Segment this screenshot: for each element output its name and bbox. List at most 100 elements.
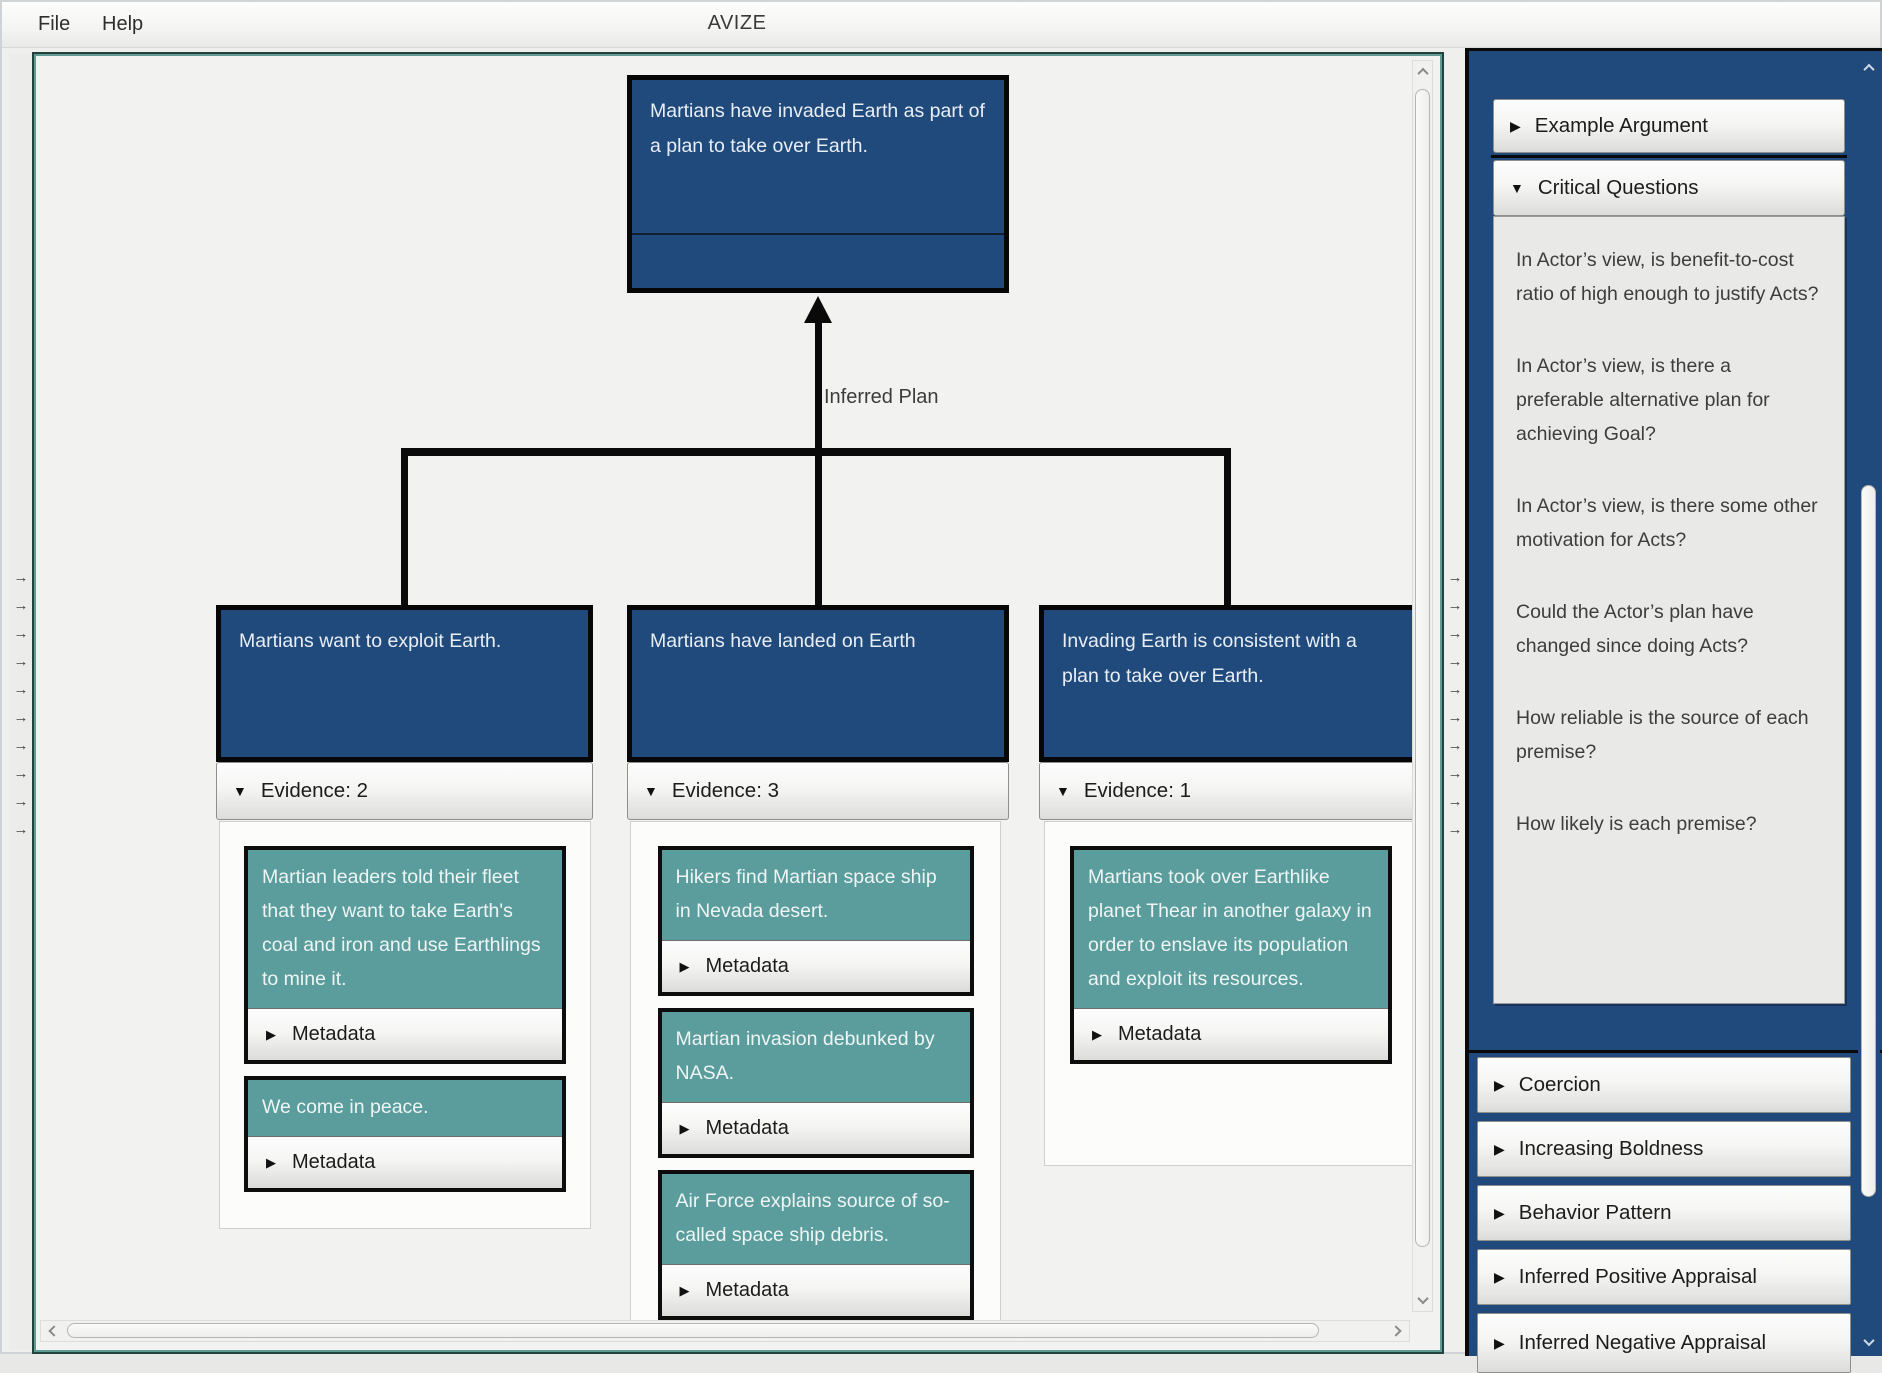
metadata-expander[interactable]: ▶ Metadata [661,1102,970,1154]
expand-right-icon[interactable]: → [1447,709,1463,726]
section-label: Increasing Boldness [1518,1137,1704,1160]
evidence-text: Air Force explains source of so-called s… [675,1190,950,1246]
evidence-card[interactable]: Martians took over Earthlike planet Thea… [1070,846,1392,1064]
evidence-count-label: Evidence: 1 [1083,779,1191,802]
expand-right-icon[interactable]: → [13,821,29,838]
conclusion-node[interactable]: Martians have invaded Earth as part of a… [627,75,1009,293]
triangle-down-icon: ▼ [233,783,247,799]
section-behavior-pattern[interactable]: ▶ Behavior Pattern [1477,1185,1851,1241]
expand-right-icon[interactable]: → [1447,569,1463,586]
section-coercion[interactable]: ▶ Coercion [1477,1057,1851,1113]
menu-help[interactable]: Help [102,13,144,35]
triangle-right-icon: ▶ [266,1154,276,1170]
premise-node-3[interactable]: Invading Earth is consistent with a plan… [1039,605,1421,762]
scroll-right-button[interactable] [1385,1321,1407,1341]
critical-question: In Actor’s view, is there some other mot… [1516,495,1818,551]
left-splitter[interactable]: → → → → → → → → → → [10,54,32,1350]
metadata-label: Metadata [705,1117,789,1139]
sidebar-vertical-scrollbar[interactable] [1858,57,1880,1353]
section-label: Inferred Positive Appraisal [1518,1265,1757,1288]
expand-right-icon[interactable]: → [13,625,29,642]
conclusion-node-footer [632,233,1004,288]
expand-right-icon[interactable]: → [13,653,29,670]
evidence-text: We come in peace. [262,1096,429,1118]
scroll-left-button[interactable] [43,1321,65,1341]
section-inferred-positive-appraisal[interactable]: ▶ Inferred Positive Appraisal [1477,1249,1851,1305]
canvas-vertical-scrollbar[interactable] [1412,60,1433,1312]
conclusion-text: Martians have invaded Earth as part of a… [650,100,985,157]
metadata-expander[interactable]: ▶ Metadata [248,1136,562,1188]
section-critical-questions[interactable]: ▼ Critical Questions [1493,160,1845,216]
sidebar-divider [1491,155,1847,158]
metadata-expander[interactable]: ▶ Metadata [661,1264,970,1316]
evidence-card[interactable]: Martian invasion debunked by NASA. ▶ Met… [657,1008,974,1158]
inference-arrowhead-icon [804,296,832,323]
expand-right-icon[interactable]: → [1447,681,1463,698]
expand-right-icon[interactable]: → [13,793,29,810]
vertical-scroll-thumb[interactable] [1861,485,1876,1197]
argument-canvas[interactable]: Inferred Plan Martians have invaded Eart… [38,58,1434,1348]
expand-right-icon[interactable]: → [13,681,29,698]
expand-right-icon[interactable]: → [13,597,29,614]
section-inferred-negative-appraisal[interactable]: ▶ Inferred Negative Appraisal [1477,1313,1851,1373]
expand-right-icon[interactable]: → [1447,793,1463,810]
premise-node-2[interactable]: Martians have landed on Earth [627,605,1009,762]
expand-right-icon[interactable]: → [1447,653,1463,670]
chevron-left-icon [48,1325,60,1337]
evidence-expander-premise-1[interactable]: ▼ Evidence: 2 [216,762,593,820]
metadata-expander[interactable]: ▶ Metadata [661,940,970,992]
metadata-label: Metadata [292,1151,376,1173]
expand-right-icon[interactable]: → [13,737,29,754]
evidence-count-label: Evidence: 2 [260,779,368,802]
expand-right-icon[interactable]: → [13,765,29,782]
expand-right-icon[interactable]: → [1447,821,1463,838]
triangle-right-icon: ▶ [679,1282,690,1298]
canvas-horizontal-scrollbar[interactable] [40,1320,1410,1342]
metadata-label: Metadata [292,1023,376,1045]
argument-canvas-frame: Inferred Plan Martians have invaded Eart… [32,52,1444,1354]
evidence-expander-premise-3[interactable]: ▼ Evidence: 1 [1039,762,1421,820]
evidence-expander-premise-2[interactable]: ▼ Evidence: 3 [627,762,1009,820]
right-splitter-arrows: → → → → → → → → → → [1445,569,1465,838]
scroll-down-button[interactable] [1858,1331,1880,1353]
scroll-up-button[interactable] [1413,61,1432,83]
critical-question: In Actor’s view, is there a preferable a… [1516,355,1770,445]
left-splitter-arrows: → → → → → → → → → → [10,569,32,838]
evidence-panel-premise-1: Martian leaders told their fleet that th… [219,821,591,1229]
menu-file[interactable]: File [38,13,71,35]
premise-1-text: Martians want to exploit Earth. [239,630,502,652]
triangle-right-icon: ▶ [1494,1334,1505,1351]
evidence-card[interactable]: We come in peace. ▶ Metadata [244,1076,566,1192]
right-splitter[interactable]: → → → → → → → → → → [1445,54,1465,1350]
inference-link-line [815,320,822,607]
metadata-expander[interactable]: ▶ Metadata [1074,1008,1388,1060]
expand-right-icon[interactable]: → [13,569,29,586]
scroll-down-button[interactable] [1413,1289,1432,1311]
expand-right-icon[interactable]: → [1447,597,1463,614]
expand-right-icon[interactable]: → [1447,625,1463,642]
chevron-up-icon [1863,63,1875,76]
evidence-card[interactable]: Hikers find Martian space ship in Nevada… [657,846,974,996]
expand-right-icon[interactable]: → [13,709,29,726]
section-increasing-boldness[interactable]: ▶ Increasing Boldness [1477,1121,1851,1177]
triangle-right-icon: ▶ [1494,1268,1505,1285]
expand-right-icon[interactable]: → [1447,737,1463,754]
inference-label[interactable]: Inferred Plan [824,386,939,408]
scroll-up-button[interactable] [1858,57,1880,79]
section-example-argument[interactable]: ▶ Example Argument [1493,99,1845,153]
sidebar-divider [1469,1050,1882,1053]
premise-node-1[interactable]: Martians want to exploit Earth. [216,605,593,762]
evidence-text: Martians took over Earthlike planet Thea… [1088,866,1372,990]
evidence-card[interactable]: Martian leaders told their fleet that th… [244,846,566,1064]
vertical-scroll-thumb[interactable] [1415,89,1430,1247]
triangle-down-icon: ▼ [1510,180,1524,196]
evidence-card[interactable]: Air Force explains source of so-called s… [657,1170,974,1320]
horizontal-scroll-thumb[interactable] [67,1323,1319,1338]
triangle-right-icon: ▶ [1092,1026,1102,1042]
section-label: Coercion [1518,1073,1601,1096]
premise-join-line [401,448,1231,456]
expand-right-icon[interactable]: → [1447,765,1463,782]
metadata-expander[interactable]: ▶ Metadata [248,1008,562,1060]
evidence-panel-premise-3: Martians took over Earthlike planet Thea… [1044,821,1418,1166]
triangle-right-icon: ▶ [1494,1140,1505,1157]
